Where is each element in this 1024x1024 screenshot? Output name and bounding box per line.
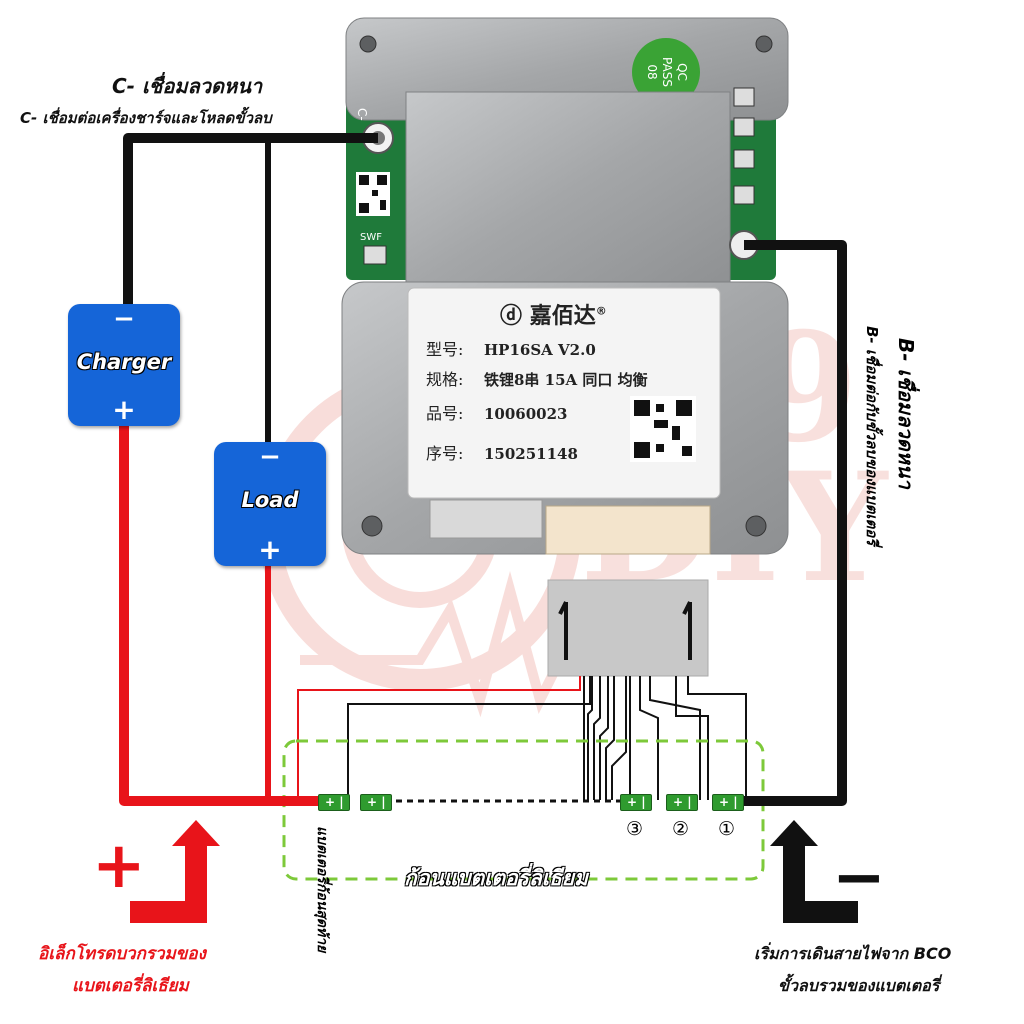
- balance-positive-wire: [297, 676, 581, 800]
- b-minus-wire: [744, 240, 847, 806]
- load-label: Load: [241, 488, 299, 512]
- screw-icon: [359, 35, 377, 53]
- charger-plus-sign: +: [112, 393, 136, 426]
- negative-caption-line1: เริ่มการเดินสายไฟจาก BCO: [754, 944, 952, 963]
- battery-cell-number: ①: [718, 818, 736, 840]
- qc-badge-line: QC: [675, 63, 689, 81]
- negative-arrowhead-icon: [770, 820, 818, 846]
- balance-pad: [733, 149, 755, 169]
- brand-logo-icon: ⓓ: [500, 304, 523, 329]
- label-row-key: 规格:: [426, 370, 464, 389]
- balance-plug: [547, 579, 709, 677]
- c-minus-subtitle: C- เชื่อมต่อเครื่องชาร์จและโหลดขั้วลบ: [20, 109, 272, 127]
- last-cell-label: แบตเตอรี่ก้อนสุดท้าย: [314, 826, 330, 953]
- label-row-value: 10060023: [484, 405, 568, 423]
- label-qr-code-icon: [630, 396, 696, 462]
- c-minus-pad-label: C-: [355, 108, 369, 121]
- positive-arrow-icon: [130, 838, 207, 923]
- plug-arrow-icon: [558, 601, 568, 660]
- qc-badge-text: QC PASS 08: [645, 57, 689, 87]
- load-plus-sign: +: [258, 533, 282, 566]
- balance-pad: [733, 87, 755, 107]
- pcb-qr-code-icon: [356, 172, 390, 216]
- load-minus-sign: −: [259, 442, 281, 472]
- negative-caption-line2: ขั้วลบรวมของแบตเตอรี่: [778, 976, 940, 995]
- battery-cell-terminals: + |: [627, 795, 646, 809]
- positive-caption-line2: แบตเตอรี่ลิเธียม: [72, 976, 189, 996]
- battery-cell: + |: [666, 794, 698, 811]
- positive-sign: +: [92, 829, 146, 903]
- label-row-key: 品号:: [426, 404, 464, 423]
- battery-cell-terminals: + |: [719, 795, 738, 809]
- label-row: 品号: 10060023: [426, 400, 568, 424]
- battery-cell-number: ③: [626, 818, 644, 840]
- label-row: 规格: 铁锂8串 15A 同口 均衡: [426, 366, 648, 390]
- battery-cell: + |: [360, 794, 392, 811]
- load-box: − Load +: [214, 442, 326, 566]
- qc-badge-line: PASS: [660, 57, 674, 87]
- screw-icon: [745, 515, 767, 537]
- b-minus-subtitle: B- เชื่อมต่อกับขั้วลบของแบตเตอรี่: [863, 326, 881, 546]
- charger-negative-wire: [123, 133, 378, 312]
- charger-box: − Charger +: [68, 304, 180, 426]
- b-minus-title: B- เชื่อมลวดหนา: [894, 338, 918, 489]
- pcb-pad: [363, 245, 387, 265]
- label-brand: ⓓ 嘉佰达®: [500, 304, 607, 329]
- label-row: 型号: HP16SA V2.0: [426, 336, 596, 360]
- charger-minus-sign: −: [113, 304, 135, 334]
- plug-arrow-icon: [682, 601, 692, 660]
- positive-caption-line1: อิเล็กโทรดบวกรวมของ: [38, 944, 206, 964]
- battery-cell-terminals: + |: [673, 795, 692, 809]
- screw-icon: [755, 35, 773, 53]
- negative-sign: −: [832, 841, 886, 915]
- qc-badge-line: 08: [645, 64, 659, 79]
- label-row-key: 型号:: [426, 340, 464, 359]
- negative-arrow-icon: [783, 836, 858, 923]
- charger-label: Charger: [76, 350, 172, 374]
- battery-cell: + |: [318, 794, 350, 811]
- connector-body: [429, 499, 543, 539]
- label-row-value: 150251148: [484, 445, 578, 463]
- screw-icon: [361, 515, 383, 537]
- c-minus-title: C- เชื่อมลวดหนา: [112, 74, 263, 98]
- battery-cell-terminals: + |: [325, 795, 344, 809]
- battery-pack-outline: [282, 739, 765, 881]
- charger-positive-wire: [119, 426, 320, 806]
- battery-cell-terminals: + |: [367, 795, 386, 809]
- middle-heatsink: [405, 91, 731, 293]
- battery-pack-label: ก้อนแบตเตอรี่ลิเธียม: [404, 866, 588, 890]
- balance-connector: [545, 505, 711, 555]
- battery-cell-number: ②: [672, 818, 690, 840]
- balance-pad: [733, 117, 755, 137]
- swf-label: SWF: [360, 232, 382, 243]
- label-row-value: HP16SA V2.0: [484, 341, 596, 359]
- balance-pad: [733, 185, 755, 205]
- label-row-value: 铁锂8串 15A 同口 均衡: [484, 371, 648, 389]
- qc-pass-badge: [632, 38, 700, 106]
- battery-cell: + |: [712, 794, 744, 811]
- battery-cell: + |: [620, 794, 652, 811]
- label-row: 序号: 150251148: [426, 440, 578, 464]
- balance-wires: [347, 676, 747, 800]
- positive-arrowhead-icon: [172, 820, 220, 846]
- label-row-key: 序号:: [426, 444, 464, 463]
